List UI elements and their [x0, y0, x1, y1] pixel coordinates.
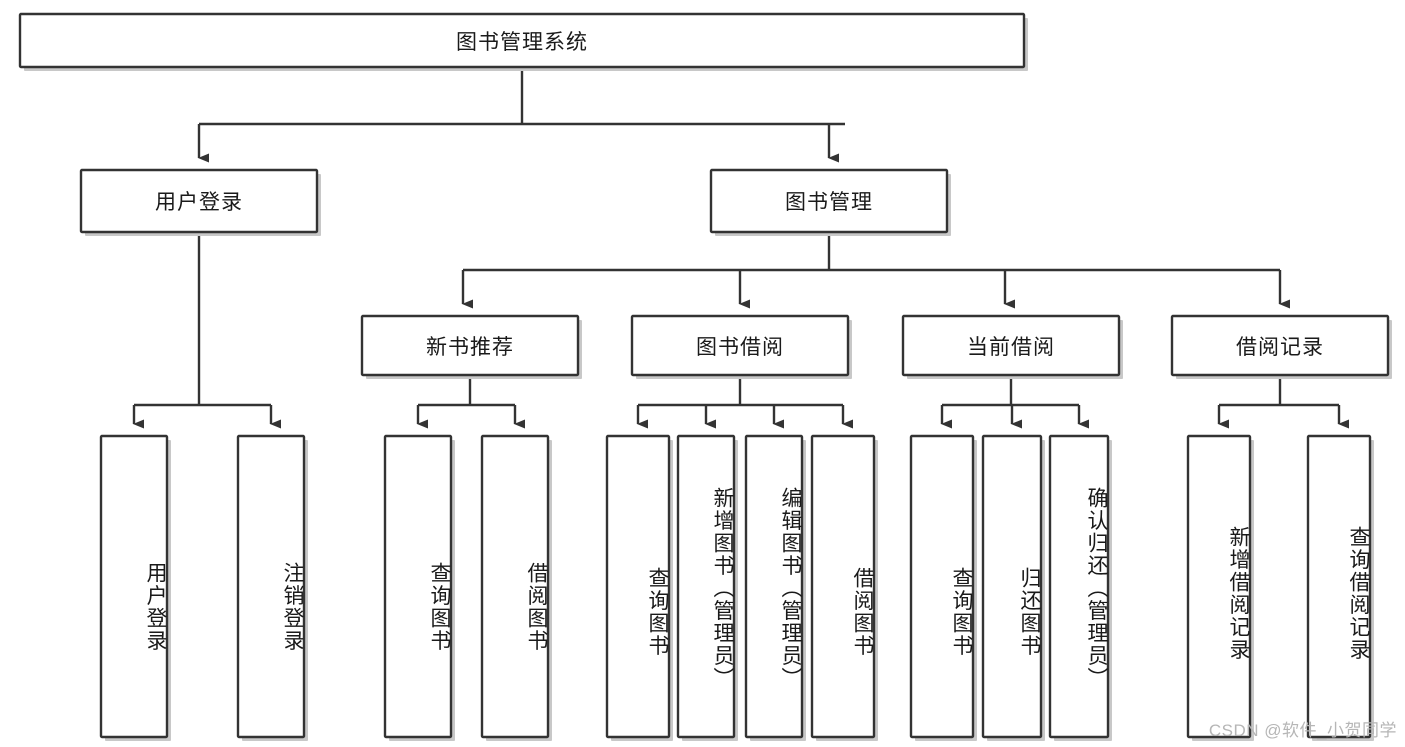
node-leaf-cur-query-book[interactable]	[909, 434, 977, 741]
connector-root-to-level2	[197, 67, 845, 163]
connector-bookborrow-to-leaves	[636, 375, 853, 429]
node-leaf-borrow-edit-book[interactable]	[744, 434, 806, 741]
node-leaf-cur-confirm-return[interactable]	[1048, 434, 1112, 741]
node-user-login[interactable]	[79, 168, 321, 236]
node-leaf-rec-query-book[interactable]	[383, 434, 455, 741]
node-leaf-rec-borrow-book[interactable]	[480, 434, 552, 741]
node-new-book-rec[interactable]	[360, 314, 582, 379]
node-current-borrow[interactable]	[901, 314, 1123, 379]
connector-bookmanage-to-level3	[461, 232, 1290, 309]
node-leaf-user-login[interactable]	[99, 434, 171, 741]
connector-borrowrecord-to-leaves	[1217, 375, 1349, 429]
node-leaf-borrow-add-book[interactable]	[676, 434, 738, 741]
node-leaf-rec-query-record[interactable]	[1306, 434, 1374, 741]
node-leaf-rec-add-record[interactable]	[1186, 434, 1254, 741]
connector-currentborrow-to-leaves	[940, 375, 1089, 429]
node-book-manage[interactable]	[709, 168, 951, 236]
node-leaf-borrow-query-book[interactable]	[605, 434, 673, 741]
node-leaf-user-logout[interactable]	[236, 434, 308, 741]
node-book-borrow[interactable]	[630, 314, 852, 379]
node-leaf-cur-return-book[interactable]	[981, 434, 1045, 741]
node-root[interactable]	[18, 12, 1028, 71]
connector-newbookrec-to-leaves	[416, 375, 525, 429]
connector-userlogin-to-leaves	[132, 232, 281, 429]
node-leaf-borrow-borrow-book[interactable]	[810, 434, 878, 741]
node-borrow-record[interactable]	[1170, 314, 1392, 379]
